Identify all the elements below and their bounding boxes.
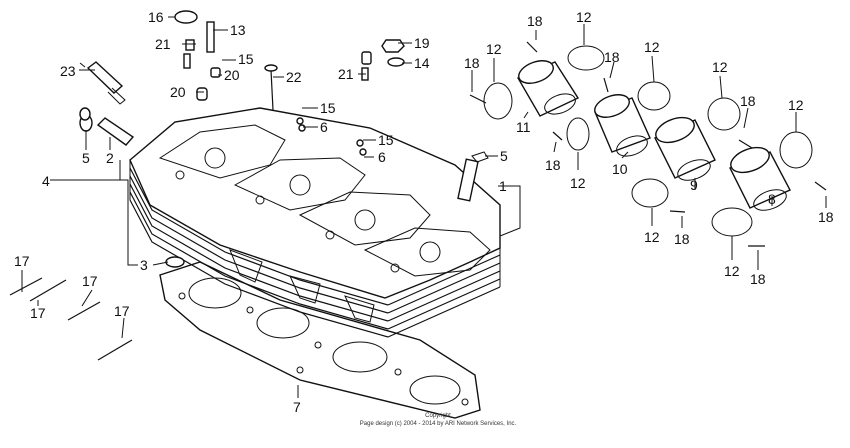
callout-10: 10 [612,161,628,177]
callout-5: 5 [500,148,508,164]
page-design-line: Page design (c) 2004 - 2014 by ARI Netwo… [359,421,517,427]
callout-12: 12 [486,41,502,57]
copyright-footer: Copyright Page design (c) 2004 - 2014 by… [338,412,538,428]
callout-12: 12 [724,263,740,279]
callout-15: 15 [320,100,336,116]
callout-17: 17 [82,273,98,289]
callout-18: 18 [750,271,766,287]
callout-11: 11 [516,119,531,135]
callout-14: 14 [414,55,430,71]
callout-18: 18 [674,231,690,247]
carb-insulator-11[interactable] [516,56,580,117]
carb-insulator-10[interactable] [592,90,651,159]
callout-9: 9 [690,177,698,193]
dowel-pin[interactable] [457,151,489,202]
callout-17: 17 [114,303,130,319]
callout-12: 12 [644,39,660,55]
spark-plug[interactable] [79,61,126,105]
carb-insulator-8[interactable] [727,143,791,214]
callout-2: 2 [106,150,114,166]
callout-18: 18 [818,209,834,225]
leader-lines [21,16,827,398]
callout-labels: 16 13 21 15 20 22 20 23 15 6 15 6 19 14 … [14,9,834,415]
carb-insulator-9[interactable] [652,113,716,184]
callout-12: 12 [644,229,660,245]
callout-7: 7 [293,399,301,415]
callout-6: 6 [320,119,328,135]
callout-16: 16 [148,9,164,25]
callout-1: 1 [499,178,507,194]
callout-12: 12 [570,175,586,191]
callout-6: 6 [378,149,386,165]
stud-bolts[interactable] [9,277,133,361]
callout-20: 20 [170,84,186,100]
callout-21: 21 [338,66,354,82]
callout-18: 18 [527,13,543,29]
callout-17: 17 [14,253,30,269]
callout-8: 8 [768,191,776,207]
callout-12: 12 [576,9,592,25]
callout-3: 3 [140,257,148,273]
callout-15: 15 [238,51,254,67]
callout-20: 20 [224,67,240,83]
clamp-screws[interactable] [469,41,827,247]
callout-18: 18 [464,55,480,71]
callout-12: 12 [788,97,804,113]
cylinder-head[interactable] [129,107,501,338]
callout-21: 21 [155,36,171,52]
callout-12: 12 [712,59,728,75]
callout-15: 15 [378,132,394,148]
callout-4: 4 [42,173,50,189]
callout-18: 18 [545,157,561,173]
callout-17: 17 [30,305,46,321]
copyright-line: Copyright [425,413,451,419]
callout-5: 5 [82,150,90,166]
callout-18: 18 [604,49,620,65]
callout-18: 18 [740,93,756,109]
callout-23: 23 [60,63,76,79]
callout-19: 19 [414,35,430,51]
callout-13: 13 [230,22,246,38]
head-gasket[interactable] [159,261,481,419]
callout-22: 22 [286,69,302,85]
